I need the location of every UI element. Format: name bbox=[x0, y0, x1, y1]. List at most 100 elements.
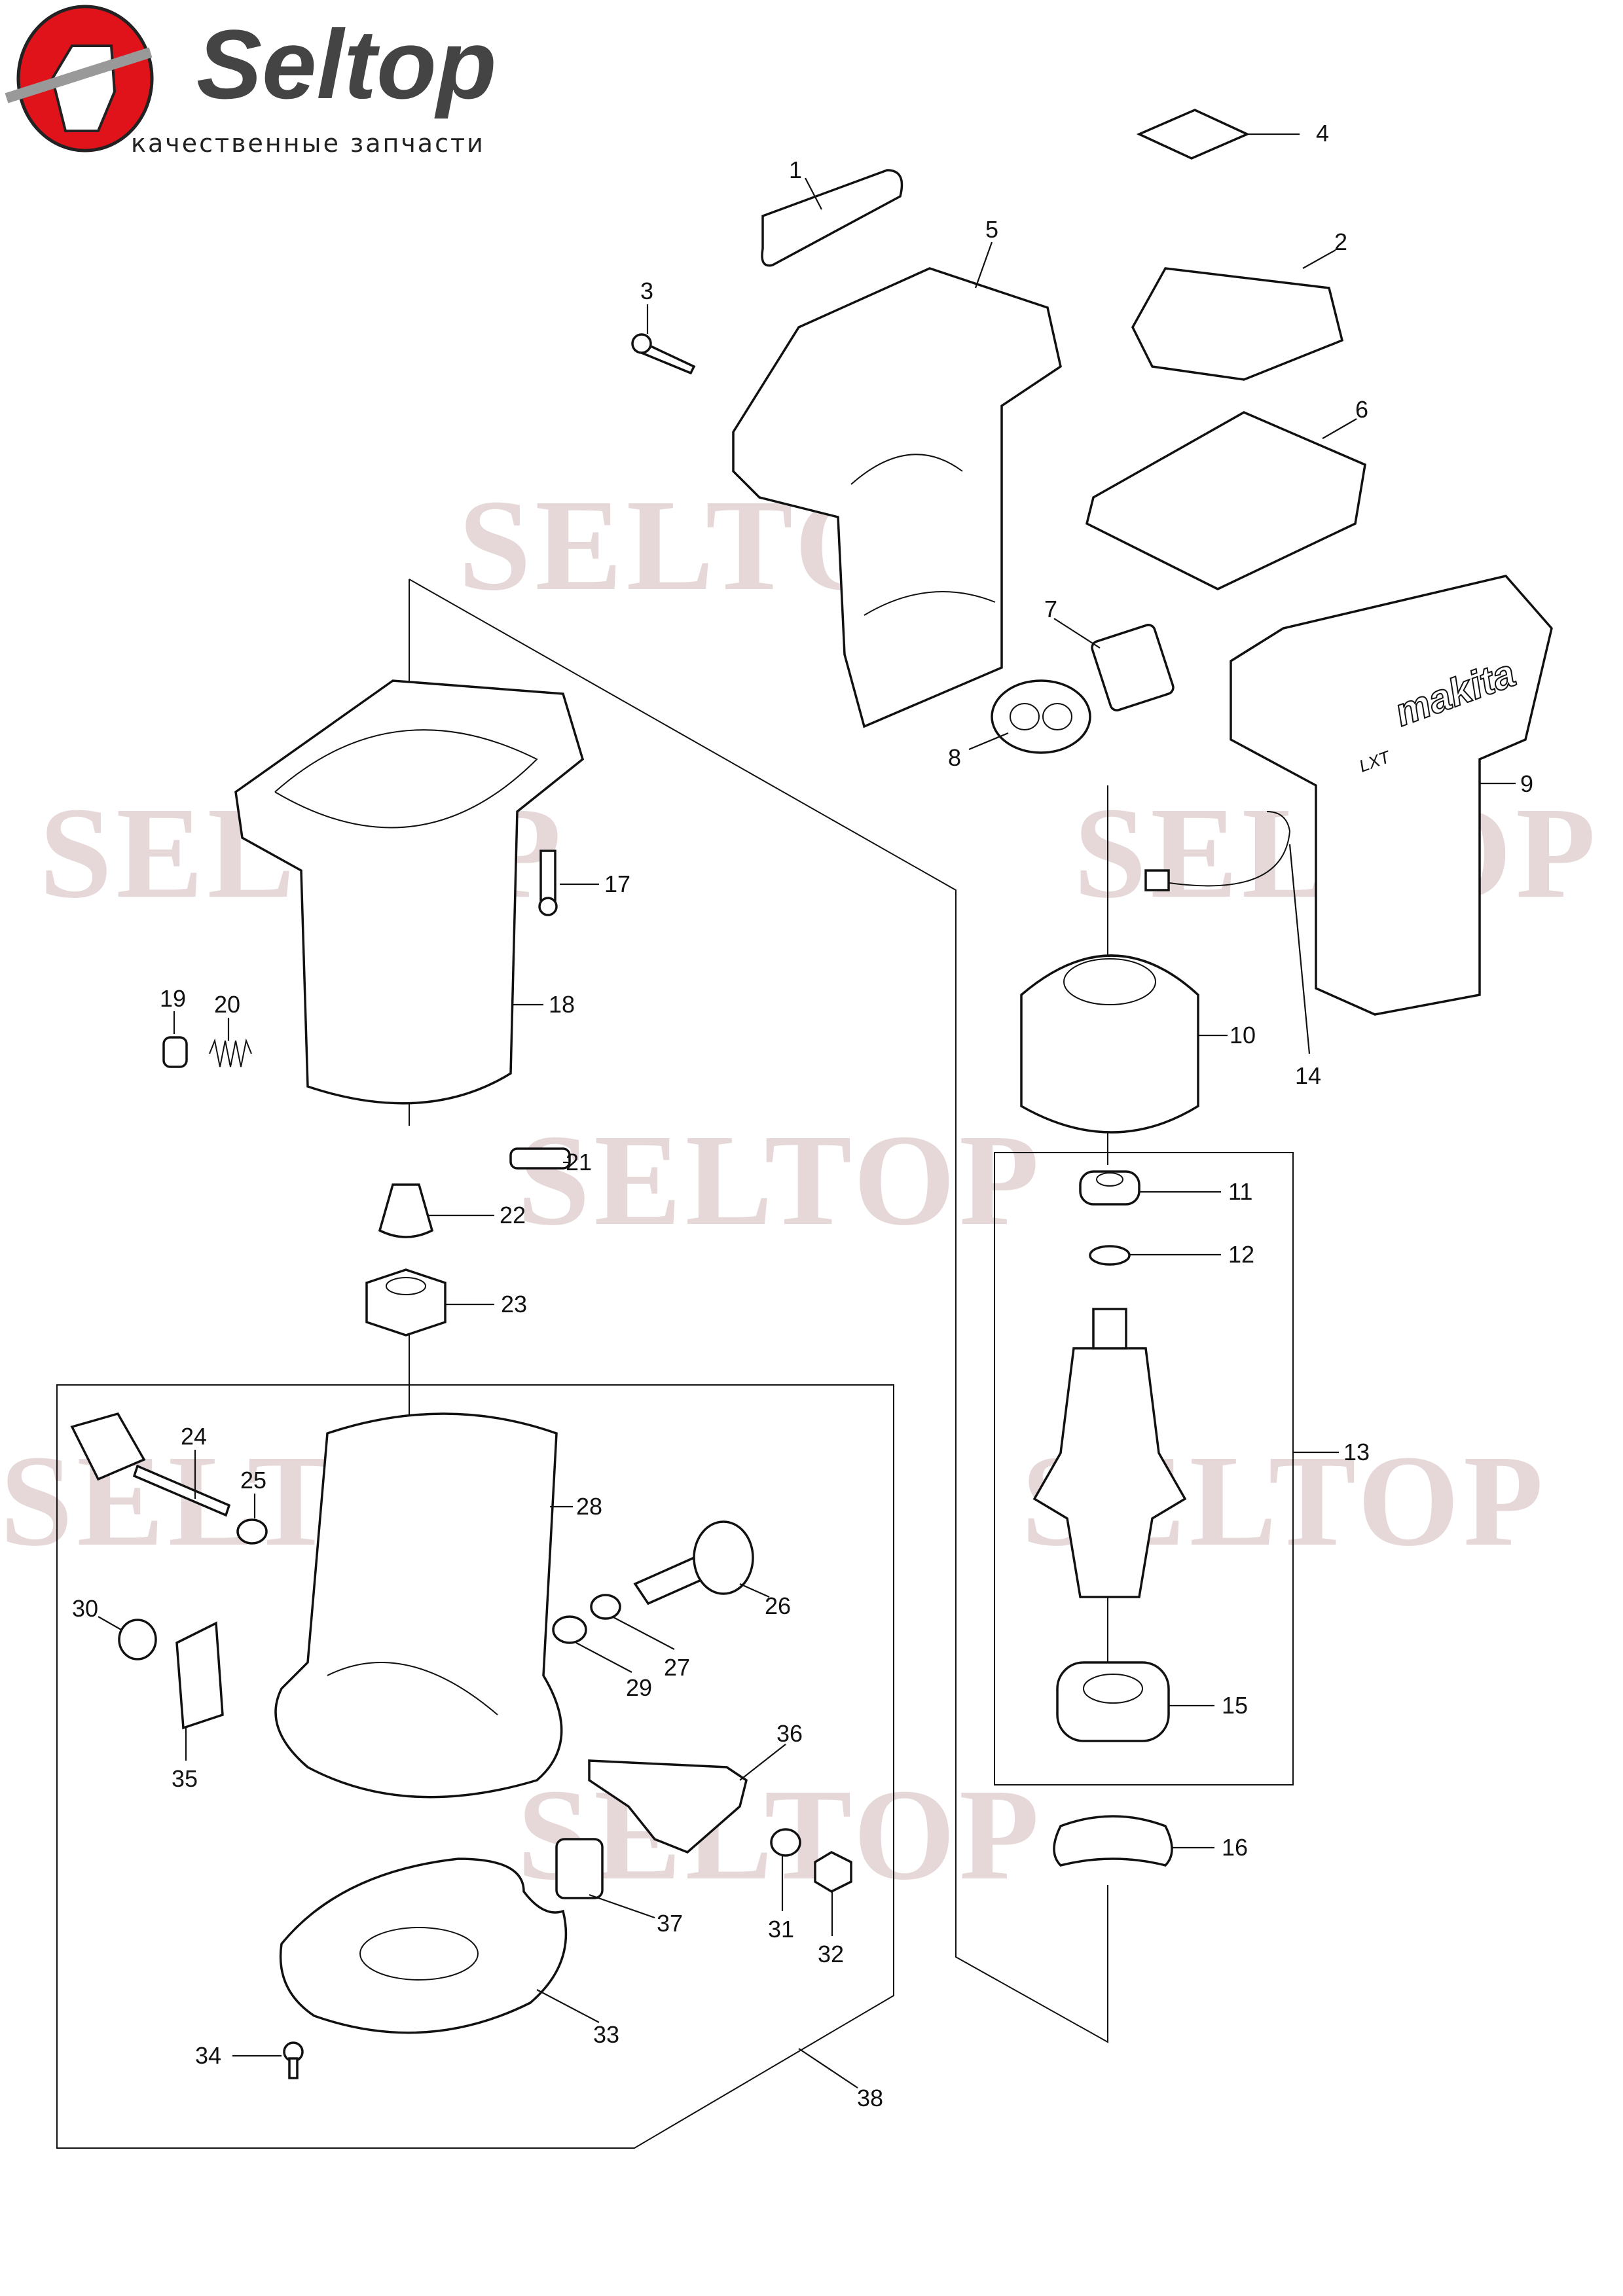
part-stator bbox=[1020, 954, 1199, 1134]
svg-text:16: 16 bbox=[1222, 1834, 1248, 1861]
svg-text:30: 30 bbox=[72, 1595, 98, 1622]
part-bearing-11 bbox=[1079, 1170, 1140, 1206]
svg-text:34: 34 bbox=[195, 2042, 221, 2069]
callout-12: 12 bbox=[1129, 1241, 1254, 1268]
svg-text:SELTOP: SELTOP bbox=[517, 1108, 1043, 1253]
callout-18: 18 bbox=[512, 991, 575, 1018]
callout-15: 15 bbox=[1169, 1692, 1248, 1719]
kit-box-13 bbox=[994, 1152, 1294, 1785]
callout-28: 28 bbox=[550, 1493, 602, 1520]
part-bracket-35 bbox=[175, 1621, 224, 1730]
part-housing-upper bbox=[732, 267, 1062, 728]
callout-1: 1 bbox=[789, 156, 822, 210]
callout-36: 36 bbox=[739, 1720, 803, 1781]
svg-text:32: 32 bbox=[818, 1941, 844, 1967]
svg-text:8: 8 bbox=[948, 744, 961, 771]
callout-13: 13 bbox=[1293, 1439, 1370, 1465]
part-base-plate-33 bbox=[279, 1857, 568, 2034]
kit-box-38 bbox=[56, 1384, 894, 2149]
callout-35: 35 bbox=[172, 1728, 198, 1792]
svg-text:20: 20 bbox=[214, 991, 240, 1018]
svg-text:9: 9 bbox=[1520, 770, 1533, 797]
svg-text:12: 12 bbox=[1228, 1241, 1254, 1268]
part-knob-24 bbox=[70, 1412, 231, 1517]
part-insulator-16 bbox=[1053, 1815, 1173, 1867]
part-knob-26 bbox=[633, 1520, 754, 1605]
svg-text:5: 5 bbox=[985, 216, 998, 243]
part-grip-37 bbox=[555, 1838, 604, 1899]
part-label-plate bbox=[761, 169, 903, 267]
callout-38: 38 bbox=[798, 2048, 883, 2111]
part-spring-20 bbox=[209, 1038, 252, 1067]
part-washer-12 bbox=[1089, 1245, 1131, 1266]
svg-text:26: 26 bbox=[765, 1592, 791, 1619]
svg-text:2: 2 bbox=[1334, 228, 1347, 255]
svg-text:22: 22 bbox=[500, 1202, 526, 1229]
callout-8: 8 bbox=[948, 732, 1009, 771]
callout-2: 2 bbox=[1302, 228, 1347, 269]
callout-20: 20 bbox=[214, 991, 240, 1041]
callout-17: 17 bbox=[560, 870, 630, 897]
callout-29: 29 bbox=[575, 1642, 652, 1701]
callout-11: 11 bbox=[1139, 1178, 1252, 1205]
svg-text:27: 27 bbox=[664, 1654, 690, 1681]
svg-text:37: 37 bbox=[657, 1910, 683, 1937]
callout-3: 3 bbox=[640, 278, 653, 334]
part-collet-22 bbox=[378, 1183, 434, 1238]
part-cover-8 bbox=[991, 679, 1091, 754]
callout-25: 25 bbox=[240, 1467, 266, 1518]
part-pin-21 bbox=[509, 1147, 571, 1170]
callout-21: 21 bbox=[563, 1149, 592, 1175]
callout-19: 19 bbox=[160, 985, 186, 1034]
part-screw-17 bbox=[538, 850, 558, 916]
callout-37: 37 bbox=[589, 1893, 683, 1937]
callout-27: 27 bbox=[611, 1616, 690, 1681]
part-washer-29 bbox=[552, 1615, 587, 1644]
part-rotor bbox=[1032, 1308, 1187, 1598]
svg-text:качественные запчасти: качественные запчасти bbox=[131, 129, 485, 158]
part-washer-25 bbox=[236, 1518, 268, 1545]
callout-6: 6 bbox=[1322, 396, 1368, 439]
assembly-line bbox=[409, 579, 1108, 2043]
svg-text:13: 13 bbox=[1343, 1439, 1370, 1465]
callouts: 1 2 3 4 5 6 7 8 9 10 11 12 13 14 15 16 1… bbox=[72, 120, 1533, 2111]
svg-text:18: 18 bbox=[549, 991, 575, 1018]
callout-16: 16 bbox=[1172, 1834, 1248, 1861]
svg-text:19: 19 bbox=[160, 985, 186, 1012]
callout-23: 23 bbox=[445, 1291, 527, 1318]
part-screw-3 bbox=[631, 333, 696, 375]
part-nut-32 bbox=[814, 1851, 852, 1893]
svg-text:31: 31 bbox=[768, 1916, 794, 1943]
part-base-28 bbox=[274, 1412, 563, 1799]
svg-text:35: 35 bbox=[172, 1765, 198, 1792]
callout-10: 10 bbox=[1198, 1022, 1256, 1049]
svg-text:36: 36 bbox=[776, 1720, 803, 1747]
callout-7: 7 bbox=[1044, 596, 1101, 649]
wrench-icon bbox=[5, 47, 153, 103]
svg-text:21: 21 bbox=[566, 1149, 592, 1175]
callout-5: 5 bbox=[974, 216, 998, 289]
callout-34: 34 bbox=[195, 2042, 282, 2069]
svg-text:23: 23 bbox=[501, 1291, 527, 1318]
callout-26: 26 bbox=[739, 1583, 791, 1619]
part-washer-31 bbox=[770, 1828, 801, 1857]
svg-text:33: 33 bbox=[593, 2021, 619, 2048]
svg-text:25: 25 bbox=[240, 1467, 266, 1494]
svg-text:29: 29 bbox=[626, 1674, 652, 1701]
part-controller bbox=[1085, 411, 1366, 590]
svg-text:Seltop: Seltop bbox=[196, 9, 496, 119]
svg-text:1: 1 bbox=[789, 156, 802, 183]
svg-text:10: 10 bbox=[1230, 1022, 1256, 1049]
svg-text:6: 6 bbox=[1355, 396, 1368, 423]
svg-text:3: 3 bbox=[640, 278, 653, 304]
callout-32: 32 bbox=[818, 1892, 844, 1967]
svg-text:11: 11 bbox=[1228, 1178, 1252, 1205]
callout-9: 9 bbox=[1480, 770, 1533, 797]
part-terminal bbox=[1131, 267, 1344, 381]
callout-33: 33 bbox=[536, 1989, 619, 2048]
part-nut-30 bbox=[118, 1619, 157, 1660]
svg-text:4: 4 bbox=[1316, 120, 1329, 147]
svg-text:14: 14 bbox=[1295, 1062, 1321, 1089]
seltop-logo: Seltop качественные запчасти bbox=[5, 5, 496, 158]
